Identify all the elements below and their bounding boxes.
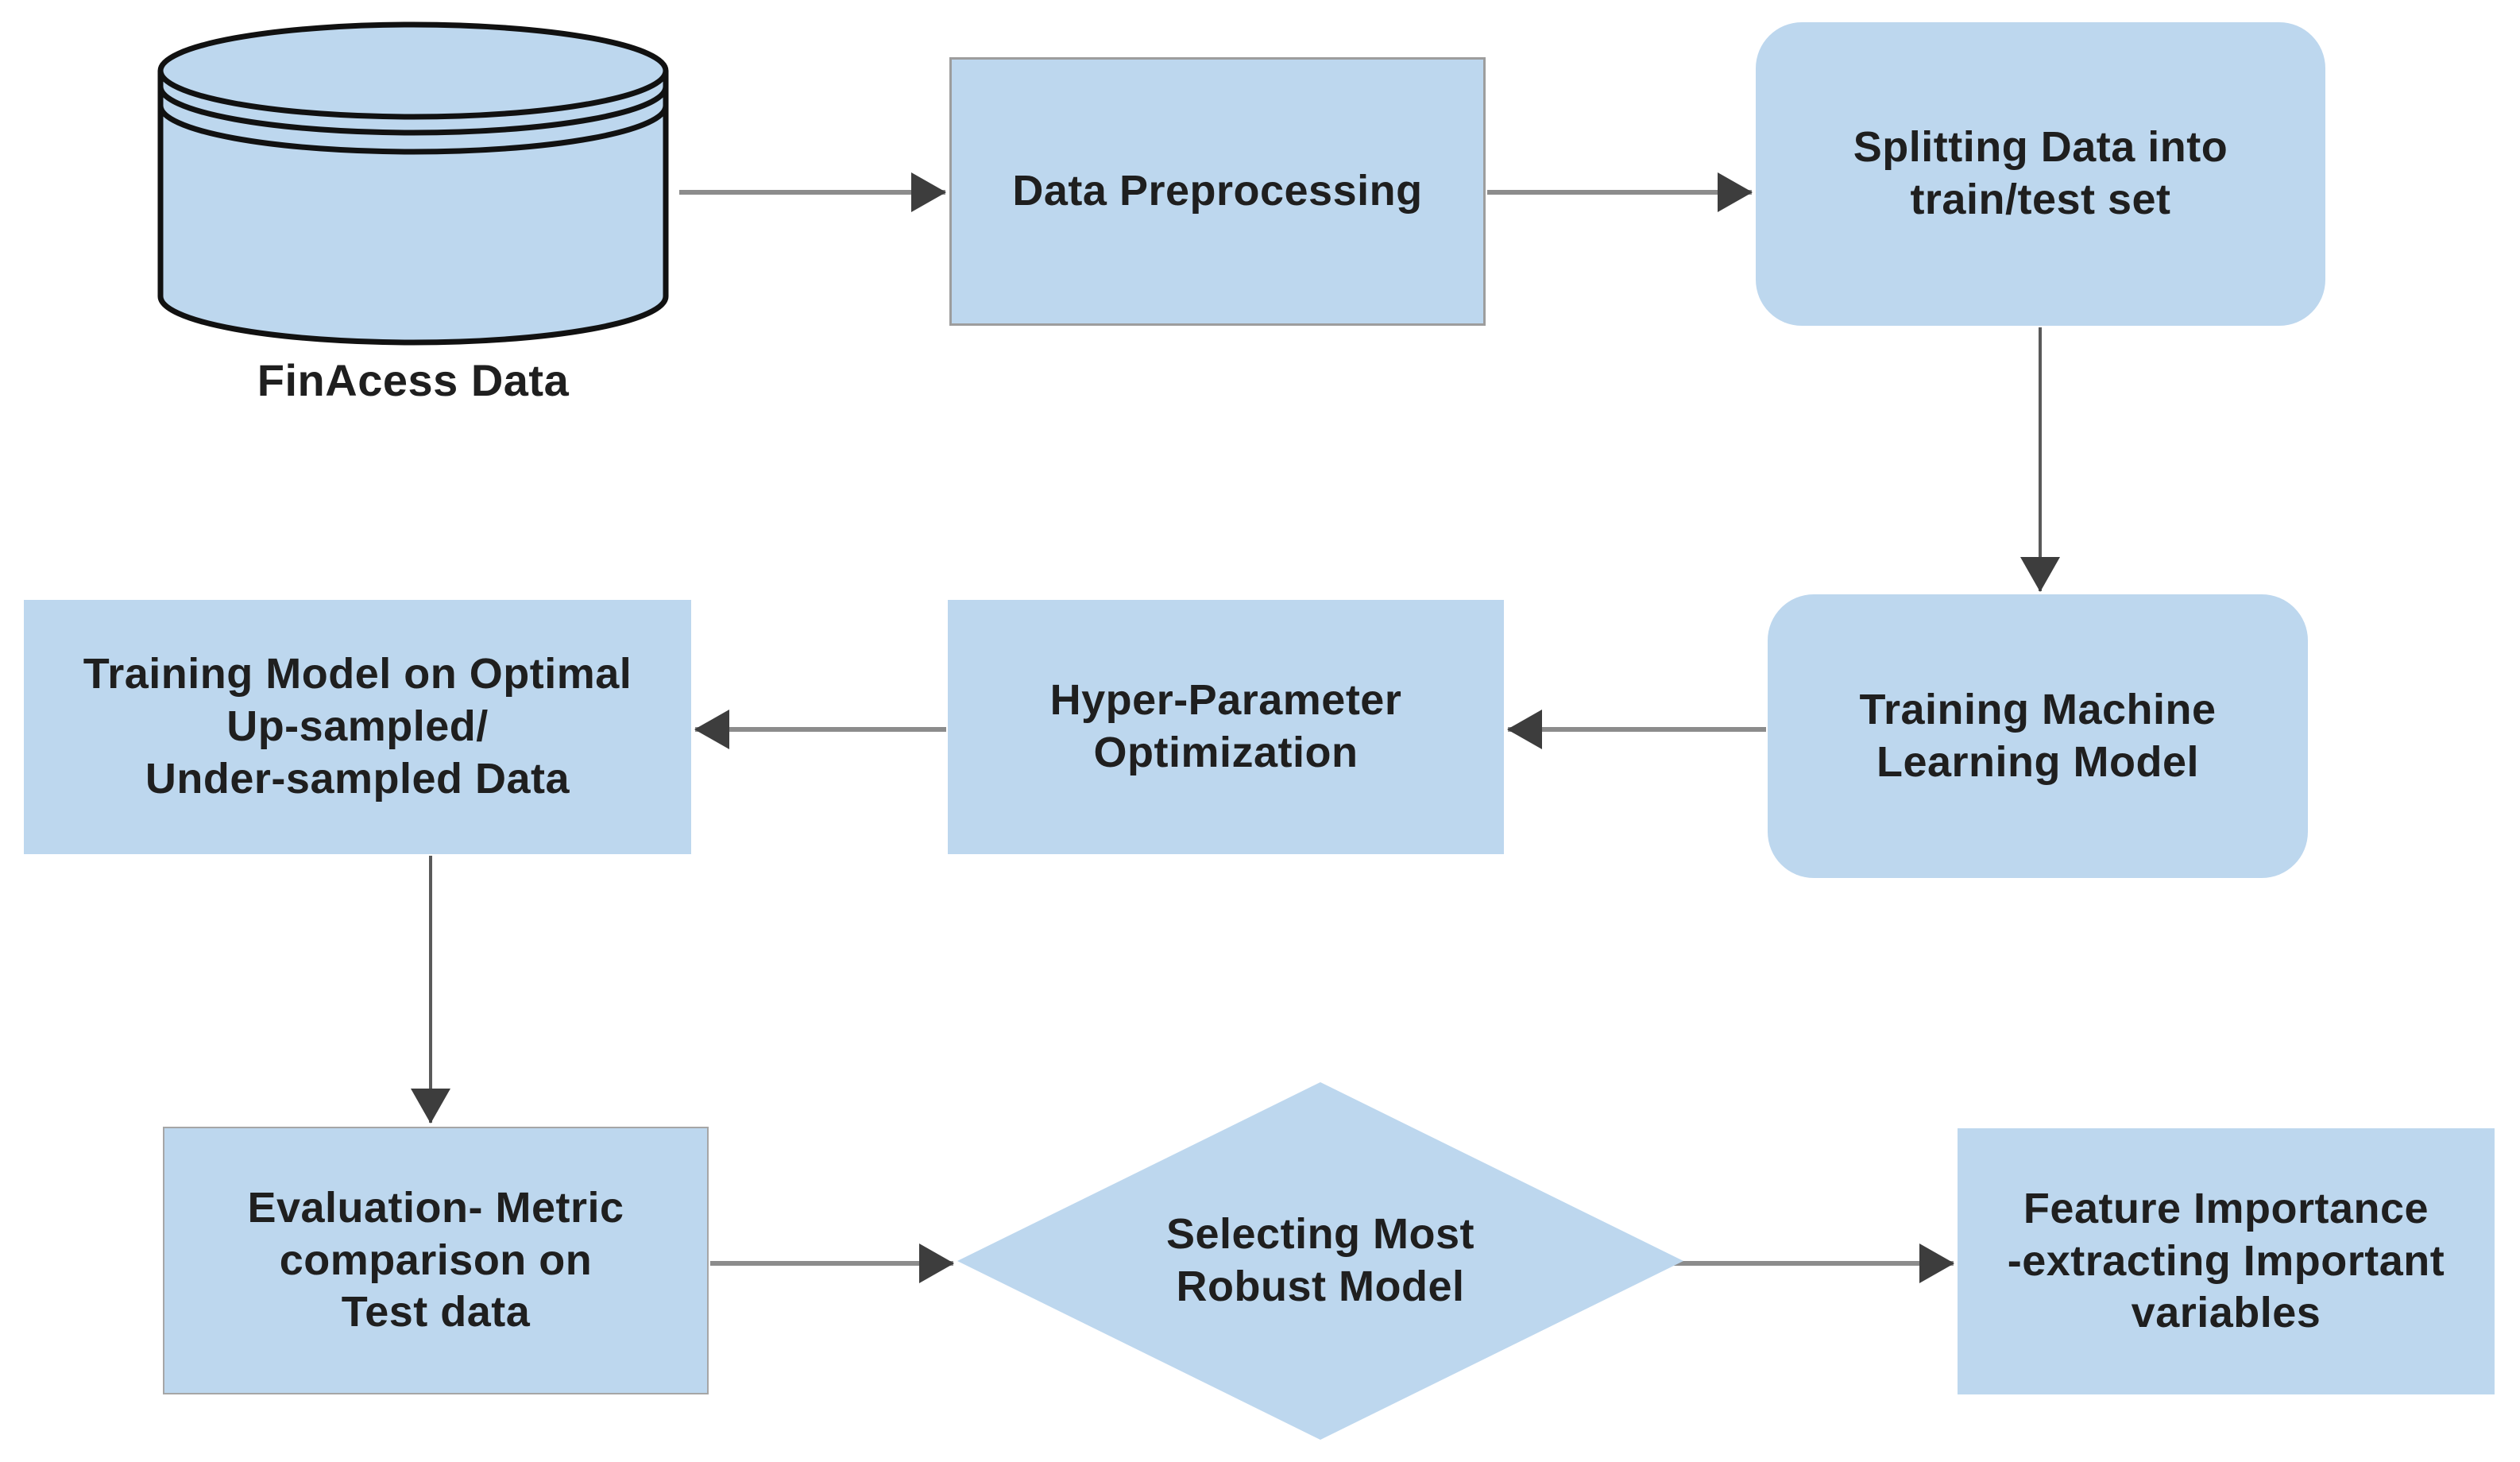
node-selecting-robust-model-label: Selecting Most Robust Model [1165,1210,1475,1310]
node-data-preprocessing-label: Data Preprocessing [1012,167,1423,215]
node-training-optimal-data-label: Training Model on Optimal Up-sampled/ Un… [83,650,632,803]
node-feature-importance: Feature Importance -extracting Important… [1958,1128,2495,1394]
node-data-preprocessing: Data Preprocessing [949,57,1486,326]
node-splitting-data: Splitting Data into train/test set [1756,22,2325,326]
node-evaluation-metric: Evaluation- Metric comparison on Test da… [163,1127,709,1394]
finaccess-data-label: FinAcess Data [257,355,570,405]
node-hyper-parameter-optimization-label: Hyper-Parameter Optimization [1049,676,1402,776]
database-cylinder-node [155,20,671,350]
node-feature-importance-label: Feature Importance -extracting Important… [2007,1184,2445,1337]
node-selecting-robust-model: Selecting Most Robust Model [957,1082,1683,1440]
node-evaluation-metric-label: Evaluation- Metric comparison on Test da… [247,1183,624,1336]
database-cylinder-icon [157,21,669,346]
node-splitting-data-label: Splitting Data into train/test set [1853,123,2228,223]
node-training-optimal-data: Training Model on Optimal Up-sampled/ Un… [24,600,691,854]
node-training-ml-model: Training Machine Learning Model [1768,594,2308,878]
node-training-ml-model-label: Training Machine Learning Model [1859,685,2217,786]
node-hyper-parameter-optimization: Hyper-Parameter Optimization [948,600,1504,854]
